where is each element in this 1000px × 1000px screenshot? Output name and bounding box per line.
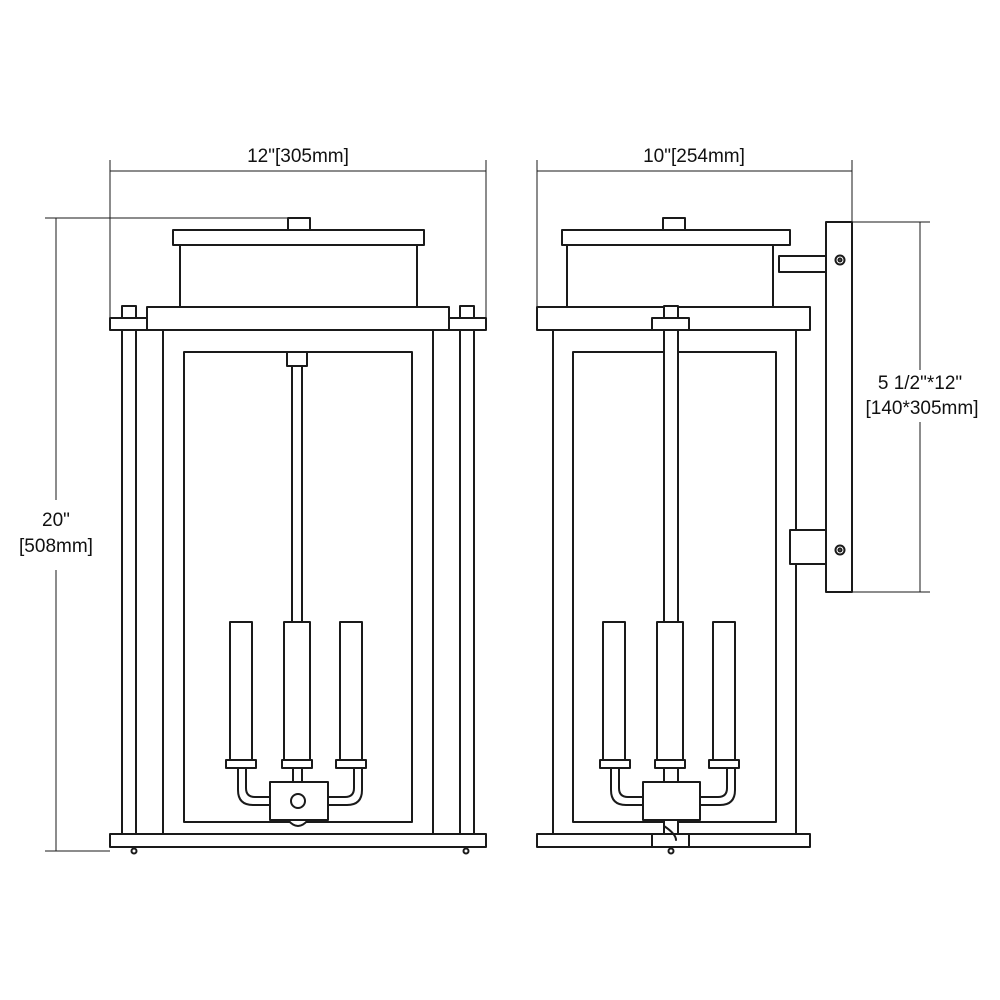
side-view xyxy=(536,217,853,855)
dimension-lines xyxy=(45,160,930,852)
front-width-label: 12"[305mm] xyxy=(247,146,349,167)
front-hub-finial xyxy=(287,819,309,827)
front-candle-cup-right xyxy=(335,759,367,769)
side-backplate-screw-bottom xyxy=(834,544,846,556)
side-candle-cup-right xyxy=(708,759,740,769)
side-candle-right xyxy=(712,621,736,761)
front-candle-center xyxy=(283,621,311,761)
front-arm-left-outer xyxy=(237,767,271,806)
front-hub-knob xyxy=(290,793,306,809)
front-candle-left xyxy=(229,621,253,761)
side-post-foot xyxy=(651,833,690,848)
front-candle-cup-center xyxy=(281,759,313,769)
front-top-cap xyxy=(172,229,425,246)
backplate-label-bg xyxy=(872,370,984,422)
side-top-cap xyxy=(561,229,791,246)
front-finial xyxy=(287,217,311,231)
front-left-post-cap xyxy=(109,317,148,331)
front-left-post xyxy=(121,329,137,835)
backplate-label-line2: [140*305mm] xyxy=(865,398,978,419)
front-top-plate xyxy=(146,306,450,331)
side-arm-right-outer xyxy=(699,767,736,806)
height-label-line1: 20" xyxy=(42,510,70,531)
side-arm-left-inner xyxy=(618,767,644,798)
height-label-line2: [508mm] xyxy=(19,536,93,557)
front-bottom-screw-right xyxy=(462,847,470,855)
front-left-post-nut xyxy=(121,305,137,319)
side-wall-arm-bottom xyxy=(789,529,827,565)
side-arm-right-inner xyxy=(699,767,728,798)
front-right-post xyxy=(459,329,475,835)
side-candle-cup-left xyxy=(599,759,631,769)
front-view xyxy=(109,217,487,855)
side-backplate-screw-top-center xyxy=(837,257,843,263)
front-candle-cup-left xyxy=(225,759,257,769)
side-bottom-screw xyxy=(667,847,675,855)
front-stem-collar xyxy=(286,351,308,367)
side-candle-center xyxy=(656,621,684,761)
side-arm-left-outer xyxy=(610,767,644,806)
front-bottom-plate xyxy=(109,833,487,848)
front-right-post-cap xyxy=(448,317,487,331)
side-backplate-screw-bottom-center xyxy=(837,547,843,553)
side-hub-finial xyxy=(663,825,677,841)
side-candle-cup-center xyxy=(654,759,686,769)
front-right-post-nut xyxy=(459,305,475,319)
side-candle-left xyxy=(602,621,626,761)
side-post-cap xyxy=(651,317,690,331)
side-hub xyxy=(642,781,701,821)
side-backplate-screw-top xyxy=(834,254,846,266)
side-wall-arm-top xyxy=(778,255,827,273)
front-top-housing xyxy=(179,244,418,308)
height-label-bg xyxy=(6,505,106,563)
side-finial xyxy=(662,217,686,231)
side-backplate xyxy=(825,221,853,593)
front-bottom-screw-left xyxy=(130,847,138,855)
side-depth-label: 10"[254mm] xyxy=(643,146,745,167)
front-arm-right-outer xyxy=(326,767,363,806)
side-top-housing xyxy=(566,244,774,308)
front-candle-right xyxy=(339,621,363,761)
backplate-label-line1: 5 1/2"*12" xyxy=(878,373,962,394)
front-arm-left-inner xyxy=(245,767,271,798)
front-stem xyxy=(291,365,303,623)
side-post-nut xyxy=(663,305,679,319)
front-arm-right-inner xyxy=(326,767,355,798)
